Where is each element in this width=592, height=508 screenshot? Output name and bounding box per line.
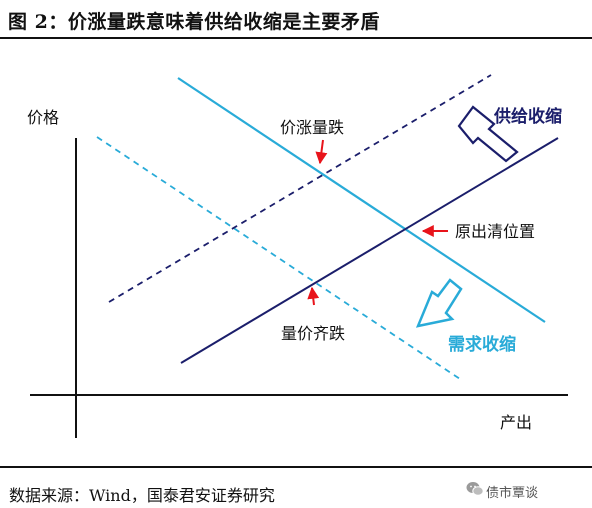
label-price-up-volume-down: 价涨量跌 <box>280 118 344 137</box>
demand-contraction-arrow-icon <box>415 278 463 328</box>
label-original-equilibrium: 原出清位置 <box>455 222 535 241</box>
label-supply-contraction: 供给收缩 <box>493 106 562 127</box>
brand-watermark: 债市覃谈 <box>486 486 539 501</box>
title-rule <box>0 37 592 39</box>
demand-curve-original <box>177 77 546 323</box>
figure-title: 图 2：价涨量跌意味着供给收缩是主要矛盾 <box>8 11 380 33</box>
y-axis-label: 价格 <box>27 108 59 127</box>
supply-curve-original <box>180 137 559 364</box>
label-demand-contraction: 需求收缩 <box>448 334 516 355</box>
source-note: 数据来源：Wind，国泰君安证券研究 <box>9 486 275 505</box>
x-axis-label: 产出 <box>500 413 532 432</box>
supply-contraction-arrow-icon <box>457 105 519 163</box>
wechat-icon <box>466 482 484 496</box>
price-up-pointer-icon <box>315 139 328 165</box>
volume-price-pointer-icon <box>307 286 320 306</box>
demand-curve-shifted <box>96 136 464 382</box>
supply-curve-shifted <box>108 74 492 303</box>
label-volume-price-both-down: 量价齐跌 <box>281 324 345 343</box>
source-rule <box>0 466 592 468</box>
